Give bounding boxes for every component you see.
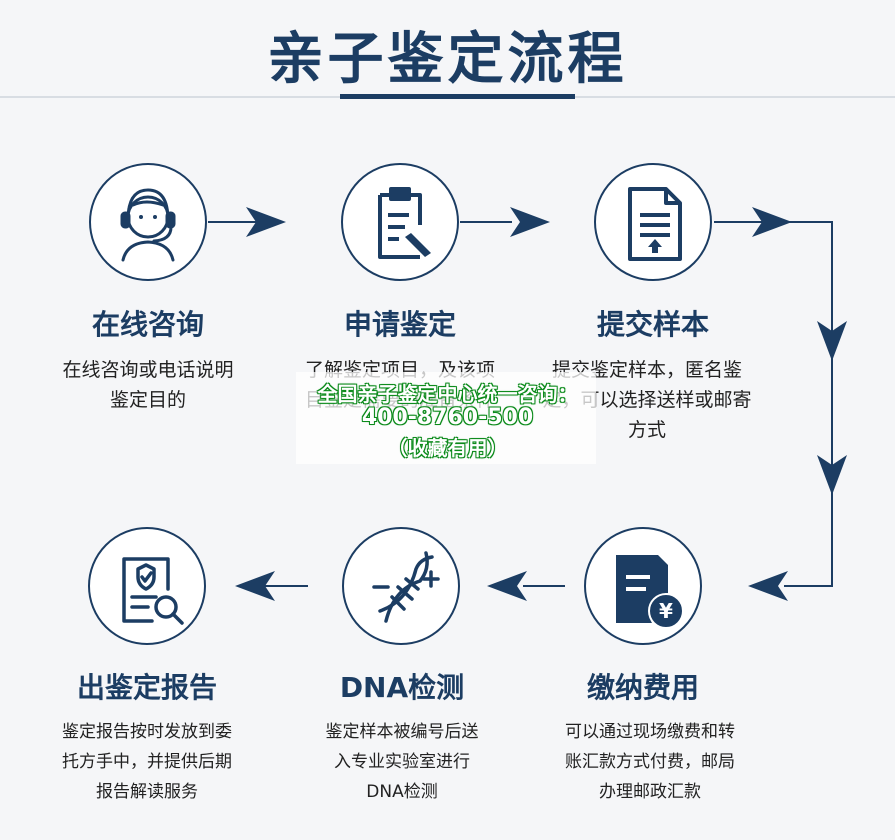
svg-text:¥: ¥ [659,599,673,623]
step-5-title: DNA检测 [339,671,465,704]
arrow-right-2 [510,207,550,237]
document-upload-icon [628,187,682,261]
arrow-left-2 [487,571,527,601]
page-title: 亲子鉴定流程 [267,27,628,92]
watermark-line-1: 全国亲子鉴定中心统一咨询： [317,382,578,406]
step-3-title: 提交样本 [596,308,709,341]
step-4-title: 缴纳费用 [586,671,699,704]
step-4-circle: ¥ [584,527,702,645]
step-2-title: 申请鉴定 [343,308,456,341]
step-1-circle [89,163,207,281]
step-6-title: 出鉴定报告 [76,671,217,704]
clipboard-pen-icon [378,187,431,259]
step-4-desc: 可以通过现场缴费和转 账汇款方式付费，邮局 办理邮政汇款 [565,722,735,802]
step-5-circle [342,527,460,645]
step-6-desc: 鉴定报告按时发放到委 托方手中，并提供后期 报告解读服务 [62,722,232,802]
watermark-backdrop [296,372,596,464]
arrow-down-1 [817,321,847,361]
arrow-right-1 [246,207,286,237]
yuan-bill-icon: ¥ [616,555,684,629]
title-underline [340,94,575,99]
step-6-circle [88,527,206,645]
watermark-phone: 400-8760-500 [361,405,534,430]
step-5-desc: 鉴定样本被编号后送 入专业实验室进行 DNA检测 [325,722,479,802]
arrow-left-1 [748,571,788,601]
step-2-circle [341,163,459,281]
report-magnifier-icon [122,557,184,625]
dna-helix-icon [372,551,440,623]
arrow-right-3 [752,207,792,237]
step-1-title: 在线咨询 [91,308,204,341]
customer-service-headset-icon [120,188,176,262]
step-3-circle [594,163,712,281]
step-1-desc: 在线咨询或电话说明 鉴定目的 [62,359,234,411]
arrow-left-3 [235,571,275,601]
watermark-line-3: （收藏有用） [387,436,508,460]
arrow-down-2 [817,455,847,495]
